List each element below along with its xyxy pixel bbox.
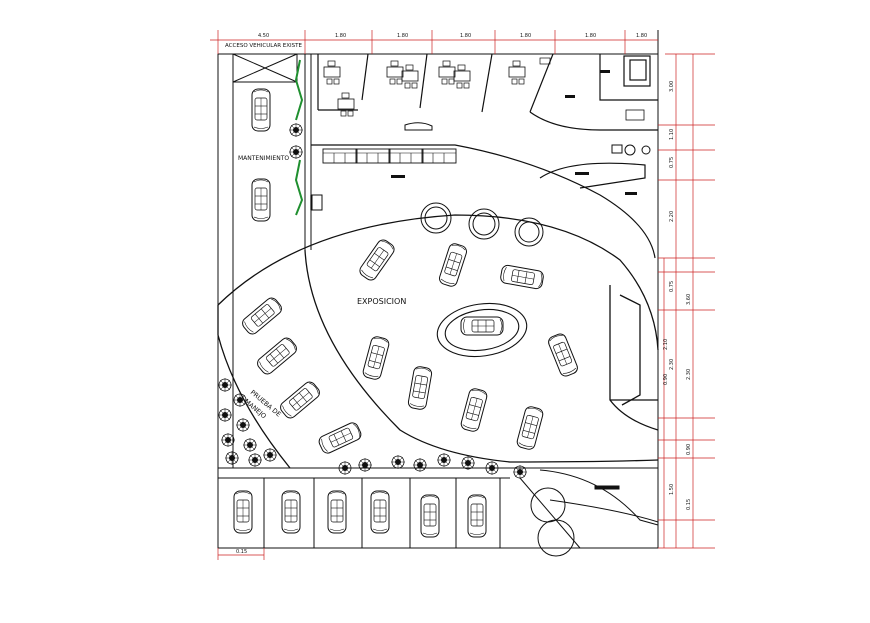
- column: [311, 194, 323, 211]
- dim-inner-1: 2.10: [663, 339, 669, 350]
- dim-inner-3: 2.30: [686, 369, 692, 380]
- dim-inner-5: 0.15: [686, 499, 692, 510]
- access-gate: [232, 53, 298, 83]
- reception-area: [310, 144, 656, 259]
- sofas: [322, 148, 457, 164]
- reception-tag: [391, 175, 405, 178]
- dim-bottom-left: 0.15: [236, 549, 247, 555]
- dim-top-1: 4.50: [258, 33, 269, 39]
- dim-right-6: 2.30: [669, 359, 675, 370]
- dim-top-3: 1.80: [397, 33, 408, 39]
- dimension-lines: [210, 30, 715, 560]
- parked-cars: [233, 490, 487, 538]
- dim-inner-4: 0.90: [686, 444, 692, 455]
- dim-top-4: 1.80: [460, 33, 471, 39]
- dim-right-4: 2.20: [669, 211, 675, 222]
- dim-top-7: 1.80: [636, 33, 647, 39]
- dim-top-2: 1.80: [335, 33, 346, 39]
- center-platform: [436, 302, 528, 358]
- dim-right-7: 1.50: [669, 484, 675, 495]
- reception-counter: [404, 122, 433, 131]
- offices: [317, 53, 658, 131]
- entrance-area: [519, 469, 659, 557]
- office-furniture: [323, 57, 651, 156]
- storage-tag: [625, 192, 637, 195]
- green-hedge: [294, 59, 304, 216]
- dim-right-5: 0.75: [669, 281, 675, 292]
- dim-right-3: 0.75: [669, 157, 675, 168]
- property-boundary: [217, 30, 659, 549]
- exposition-floor: [217, 214, 659, 469]
- exposition-label: EXPOSICION: [357, 297, 406, 306]
- maintenance-label: MANTENIMIENTO: [238, 155, 289, 162]
- dim-top-5: 1.80: [520, 33, 531, 39]
- dim-right-2: 1.10: [669, 129, 675, 140]
- dim-right-1: 3.00: [669, 81, 675, 92]
- parking-stalls: [263, 478, 501, 548]
- dim-inner-2: 0.90: [663, 374, 669, 385]
- dim-right-8: 3.60: [686, 294, 692, 305]
- access-label: ACCESO VEHICULAR EXISTE: [225, 43, 302, 49]
- display-columns: [420, 202, 544, 247]
- office-tag: [575, 172, 589, 175]
- dim-top-6: 1.80: [585, 33, 596, 39]
- display-cars: [239, 237, 580, 456]
